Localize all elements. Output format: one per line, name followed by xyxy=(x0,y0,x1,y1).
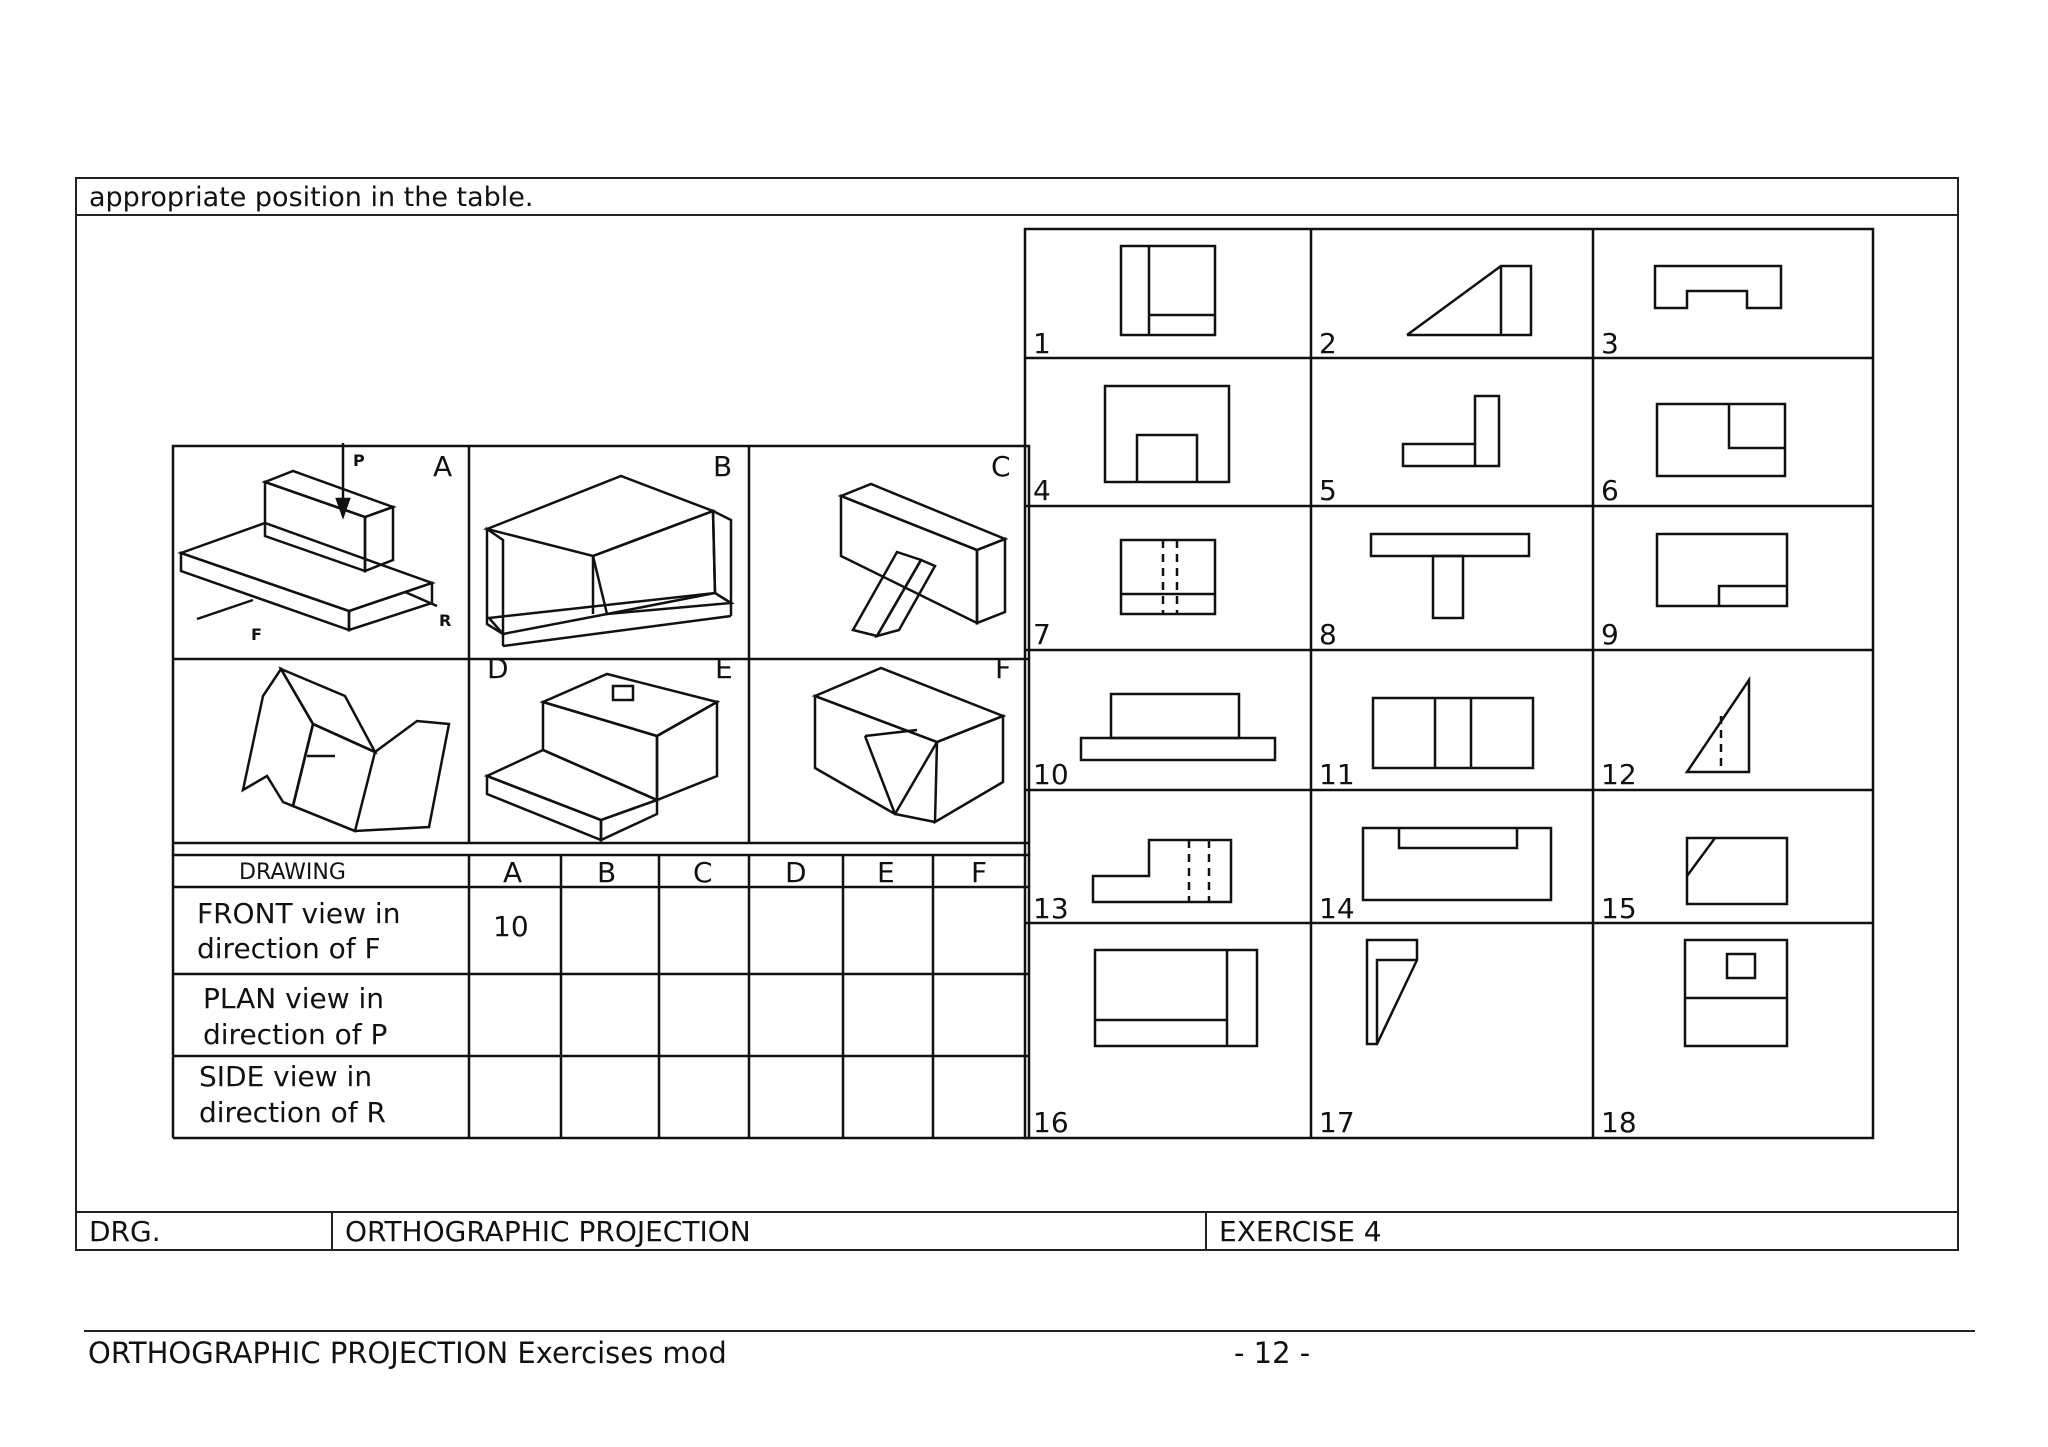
view-18-drawing xyxy=(1683,938,1789,1048)
view-16-drawing xyxy=(1093,948,1259,1048)
arrow-label-p: P xyxy=(353,451,365,470)
column-header-e: E xyxy=(877,856,895,889)
view-number-18: 18 xyxy=(1601,1106,1637,1139)
view-number-14: 14 xyxy=(1319,892,1355,925)
table-header-drawing: DRAWING xyxy=(239,860,346,885)
arrow-label-f: F xyxy=(251,625,262,644)
exercise-frame: appropriate position in the table. A P F… xyxy=(75,177,1959,1251)
pictorial-grid xyxy=(171,444,1031,857)
pictorial-a-letter: A xyxy=(433,450,452,483)
pictorial-d-letter: D xyxy=(487,652,509,685)
arrow-label-r: R xyxy=(439,611,451,630)
view-number-4: 4 xyxy=(1033,474,1051,507)
row-side-label-1: SIDE view in xyxy=(199,1060,372,1093)
view-number-12: 12 xyxy=(1601,758,1637,791)
footer-rule xyxy=(84,1330,1975,1332)
view-number-16: 16 xyxy=(1033,1106,1069,1139)
view-number-13: 13 xyxy=(1033,892,1069,925)
column-header-f: F xyxy=(971,856,987,889)
view-5-drawing xyxy=(1401,394,1501,468)
view-13-drawing xyxy=(1091,838,1233,904)
instruction-text: appropriate position in the table. xyxy=(77,179,1957,216)
view-number-11: 11 xyxy=(1319,758,1355,791)
view-8-drawing xyxy=(1369,532,1531,620)
row-plan-label-1: PLAN view in xyxy=(203,982,384,1015)
view-4-drawing xyxy=(1103,384,1231,484)
pictorial-b-letter: B xyxy=(713,450,732,483)
row-plan-label-2: direction of P xyxy=(203,1018,387,1051)
view-1-drawing xyxy=(1119,244,1217,337)
column-header-d: D xyxy=(785,856,807,889)
view-number-2: 2 xyxy=(1319,327,1337,360)
pictorial-a xyxy=(177,443,438,632)
footer-page-number: - 12 - xyxy=(1234,1336,1311,1370)
column-header-c: C xyxy=(693,856,713,889)
view-number-1: 1 xyxy=(1033,327,1051,360)
view-9-drawing xyxy=(1655,532,1789,608)
row-side-label-2: direction of R xyxy=(199,1096,386,1129)
view-11-drawing xyxy=(1371,696,1535,770)
view-number-9: 9 xyxy=(1601,618,1619,651)
view-6-drawing xyxy=(1655,402,1787,478)
view-17-drawing xyxy=(1365,938,1419,1046)
view-7-drawing xyxy=(1119,538,1217,616)
view-number-6: 6 xyxy=(1601,474,1619,507)
pictorial-d xyxy=(241,666,451,833)
row-front-label-1: FRONT view in xyxy=(197,897,400,930)
answer-table xyxy=(171,855,1031,1140)
view-number-10: 10 xyxy=(1033,758,1069,791)
view-14-drawing xyxy=(1361,826,1553,902)
title-block-title: ORTHOGRAPHIC PROJECTION xyxy=(333,1213,1207,1249)
column-header-a: A xyxy=(503,856,522,889)
pictorial-f xyxy=(811,666,1007,825)
pictorial-e xyxy=(483,672,721,842)
pictorial-b xyxy=(482,474,735,648)
answer-cell-front-a[interactable]: 10 xyxy=(493,910,529,943)
pictorial-f-letter: F xyxy=(995,652,1011,685)
view-12-drawing xyxy=(1684,675,1751,774)
view-10-drawing xyxy=(1079,692,1277,762)
pictorial-c xyxy=(837,482,1009,639)
footer-document-title: ORTHOGRAPHIC PROJECTION Exercises mod xyxy=(88,1336,727,1370)
column-header-b: B xyxy=(597,856,616,889)
pictorial-e-letter: E xyxy=(715,652,733,685)
view-number-3: 3 xyxy=(1601,327,1619,360)
view-number-15: 15 xyxy=(1601,892,1637,925)
view-number-8: 8 xyxy=(1319,618,1337,651)
exercise-drawing: A P F R B C xyxy=(171,227,1875,1140)
view-number-7: 7 xyxy=(1033,618,1051,651)
view-number-5: 5 xyxy=(1319,474,1337,507)
view-15-drawing xyxy=(1685,836,1789,906)
view-number-17: 17 xyxy=(1319,1106,1355,1139)
view-2-drawing xyxy=(1406,264,1533,337)
row-front-label-2: direction of F xyxy=(197,932,381,965)
view-3-drawing xyxy=(1653,264,1783,310)
pictorial-c-letter: C xyxy=(991,450,1011,483)
title-block-exercise: EXERCISE 4 xyxy=(1219,1215,1382,1248)
views-grid xyxy=(1023,227,1875,1140)
title-block: DRG. ORTHOGRAPHIC PROJECTION EXERCISE 4 xyxy=(77,1211,1957,1249)
title-block-drg: DRG. xyxy=(77,1213,333,1249)
